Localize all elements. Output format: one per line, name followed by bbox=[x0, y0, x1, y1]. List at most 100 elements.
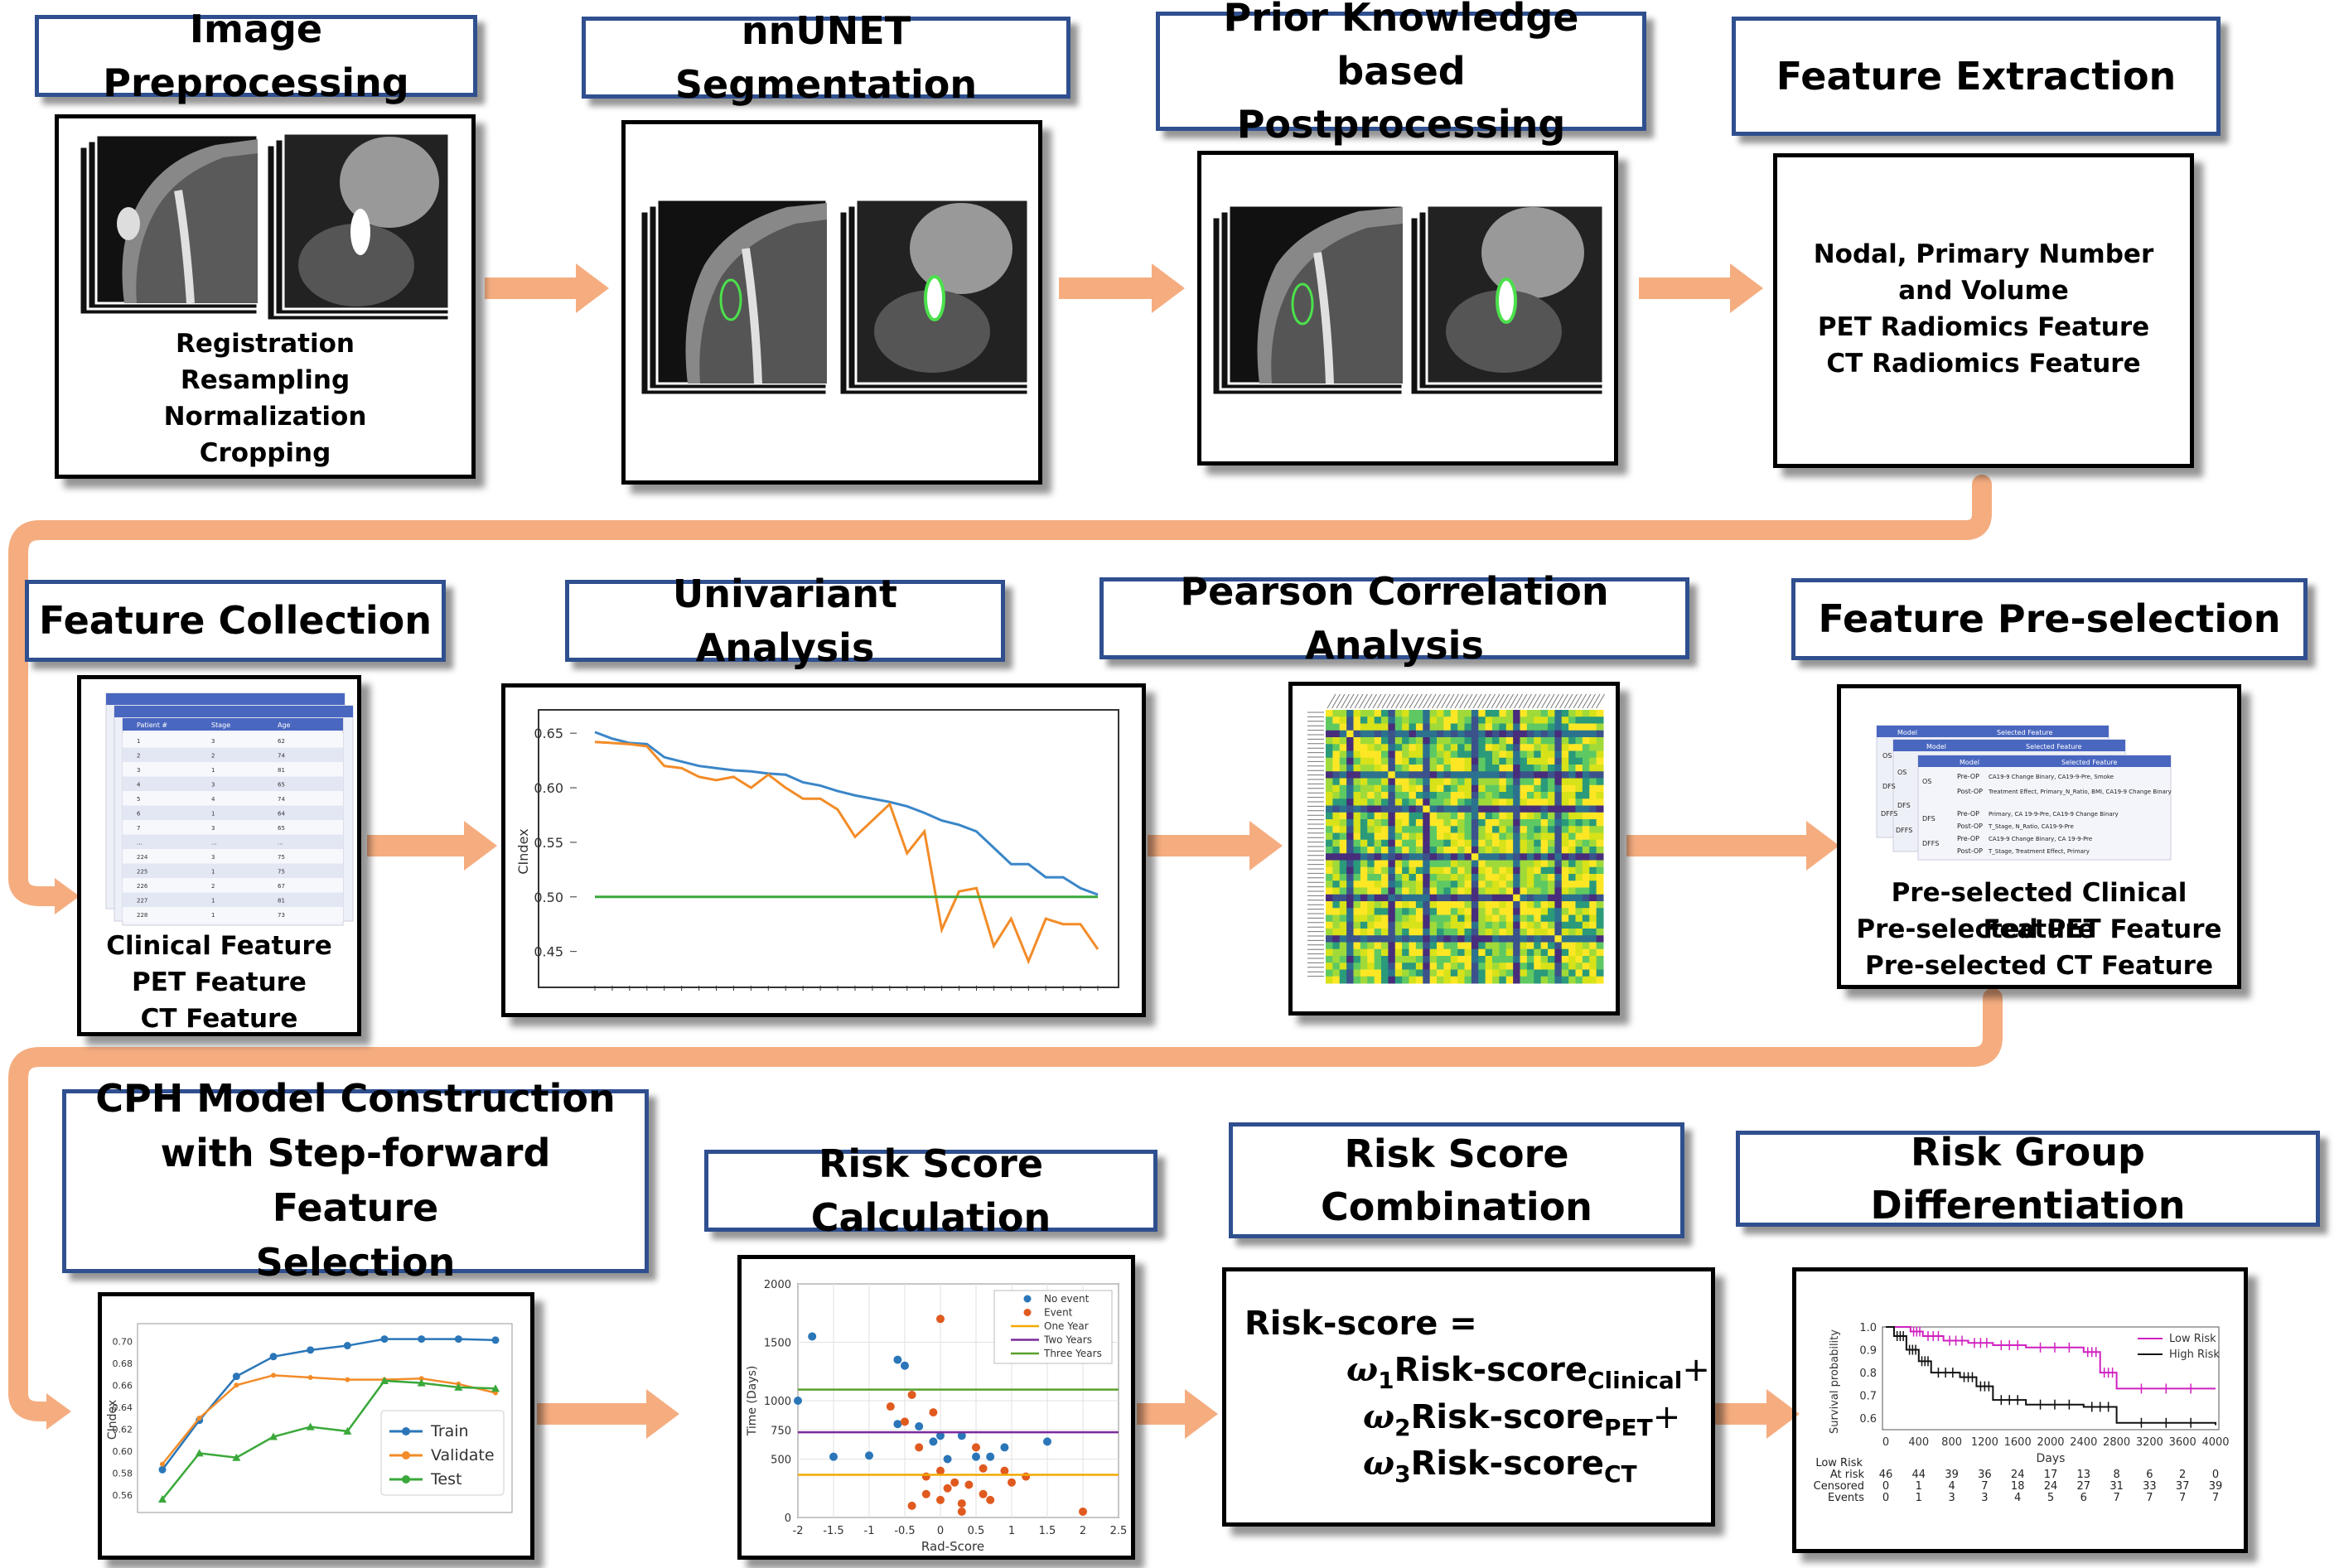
heatmap-cell bbox=[1394, 771, 1403, 779]
heatmap-cell bbox=[1499, 723, 1507, 731]
heatmap-cell bbox=[1346, 744, 1354, 751]
heatmap-cell bbox=[1548, 914, 1555, 923]
heatmap-cell bbox=[1374, 805, 1382, 813]
heatmap-cell bbox=[1492, 914, 1500, 923]
heatmap-cell bbox=[1548, 874, 1555, 881]
heatmap-cell bbox=[1485, 839, 1493, 847]
heatmap-cell bbox=[1464, 887, 1472, 895]
heatmap-label-stroke bbox=[1341, 693, 1350, 709]
heatmap-cell bbox=[1575, 894, 1583, 902]
heatmap-cell bbox=[1492, 765, 1500, 772]
heatmap-cell bbox=[1534, 914, 1542, 923]
fc-table-cell: 75 bbox=[278, 854, 285, 861]
heatmap-cell bbox=[1353, 880, 1361, 888]
heatmap-cell bbox=[1596, 935, 1604, 943]
heatmap-cell bbox=[1499, 737, 1507, 745]
heatmap-label-stroke bbox=[1381, 693, 1391, 709]
heatmap-cell bbox=[1575, 819, 1583, 827]
heatmap-cell bbox=[1464, 832, 1472, 841]
heatmap-cell bbox=[1353, 874, 1361, 881]
heatmap-cell bbox=[1589, 778, 1597, 786]
heatmap-cell bbox=[1437, 710, 1444, 717]
heatmap-cell bbox=[1409, 866, 1417, 875]
fc-table-cell: 4 bbox=[211, 796, 215, 803]
box-postprocessing bbox=[1197, 151, 1618, 466]
heatmap-cell bbox=[1374, 778, 1382, 786]
heatmap-cell bbox=[1464, 730, 1472, 738]
heatmap-cell bbox=[1568, 778, 1576, 786]
heatmap-cell bbox=[1437, 880, 1444, 888]
heatmap-cell bbox=[1443, 976, 1452, 984]
heatmap-cell bbox=[1513, 948, 1520, 957]
heatmap-cell bbox=[1596, 976, 1604, 984]
heatmap-cell bbox=[1561, 942, 1569, 950]
heatmap-label-stroke bbox=[1496, 693, 1505, 709]
heatmap-cell bbox=[1548, 963, 1555, 970]
heatmap-cell bbox=[1568, 826, 1576, 833]
heatmap-cell bbox=[1478, 874, 1486, 881]
heatmap-cell bbox=[1561, 757, 1569, 765]
heatmap-cell bbox=[1554, 956, 1563, 963]
heatmap-cell bbox=[1394, 792, 1403, 799]
scatter-point bbox=[1000, 1466, 1009, 1475]
km-table-cell: 18 bbox=[2011, 1480, 2025, 1493]
fc-header-cell: Patient # bbox=[137, 721, 167, 729]
heatmap-cell bbox=[1464, 894, 1472, 902]
heatmap-cell bbox=[1423, 860, 1431, 868]
heatmap-cell bbox=[1575, 908, 1583, 915]
heatmap-cell bbox=[1339, 887, 1347, 895]
heatmap-cell bbox=[1429, 847, 1438, 854]
heatmap-cell bbox=[1554, 901, 1563, 909]
heatmap-label-stroke bbox=[1441, 693, 1450, 709]
heatmap-cell bbox=[1339, 778, 1347, 786]
ps-row-phase: Pre-OP bbox=[1957, 835, 1979, 842]
cph-ytick-label: 0.64 bbox=[113, 1402, 133, 1413]
km-xtick-label: 3200 bbox=[2136, 1436, 2163, 1449]
heatmap-cell bbox=[1534, 730, 1542, 738]
heatmap-cell bbox=[1561, 716, 1569, 724]
heatmap-cell bbox=[1402, 805, 1409, 813]
heatmap-cell bbox=[1534, 784, 1542, 793]
heatmap-cell bbox=[1346, 710, 1354, 717]
scatter-xtick-label: -1.5 bbox=[823, 1525, 843, 1537]
heatmap-cell bbox=[1596, 778, 1604, 786]
cph-point bbox=[232, 1373, 240, 1381]
ps-model: DFS bbox=[1882, 783, 1896, 790]
heatmap-cell bbox=[1388, 826, 1396, 833]
heatmap-cell bbox=[1374, 750, 1382, 759]
heatmap-cell bbox=[1575, 963, 1583, 970]
heatmap-cell bbox=[1505, 921, 1514, 929]
heatmap-cell bbox=[1388, 969, 1396, 977]
heatmap-cell bbox=[1485, 757, 1493, 765]
heatmap-cell bbox=[1367, 812, 1375, 820]
heatmap-cell bbox=[1423, 792, 1431, 799]
cph-point bbox=[491, 1336, 500, 1344]
km-table-label: Censored bbox=[1814, 1480, 1864, 1493]
heatmap-cell bbox=[1402, 942, 1409, 950]
heatmap-cell bbox=[1353, 976, 1361, 984]
heatmap-cell bbox=[1589, 976, 1597, 984]
heatmap-cell bbox=[1353, 887, 1361, 895]
heatmap-cell bbox=[1492, 812, 1500, 820]
heatmap-cell bbox=[1409, 832, 1417, 841]
heatmap-cell bbox=[1339, 853, 1347, 861]
scatter-point bbox=[929, 1408, 938, 1417]
heatmap-cell bbox=[1540, 874, 1549, 881]
box-feature-extraction: Nodal, Primary Number and Volume PET Rad… bbox=[1773, 153, 2194, 468]
heatmap-cell bbox=[1326, 805, 1333, 813]
heatmap-cell bbox=[1423, 853, 1431, 861]
heatmap-cell bbox=[1450, 908, 1458, 915]
heatmap-cell bbox=[1409, 874, 1417, 881]
heatmap-cell bbox=[1429, 901, 1438, 909]
heatmap-cell bbox=[1409, 860, 1417, 868]
heatmap-cell bbox=[1513, 929, 1520, 936]
heatmap-cell bbox=[1429, 710, 1438, 717]
heatmap-cell bbox=[1374, 976, 1382, 984]
heatmap-cell bbox=[1381, 839, 1389, 847]
heatmap-cell bbox=[1492, 778, 1500, 786]
heatmap-cell bbox=[1554, 908, 1563, 915]
ps-header: Model bbox=[1897, 729, 1917, 736]
heatmap-cell bbox=[1360, 887, 1368, 895]
ps-row-phase: Post-OP bbox=[1957, 788, 1983, 795]
heatmap-cell bbox=[1492, 948, 1500, 957]
